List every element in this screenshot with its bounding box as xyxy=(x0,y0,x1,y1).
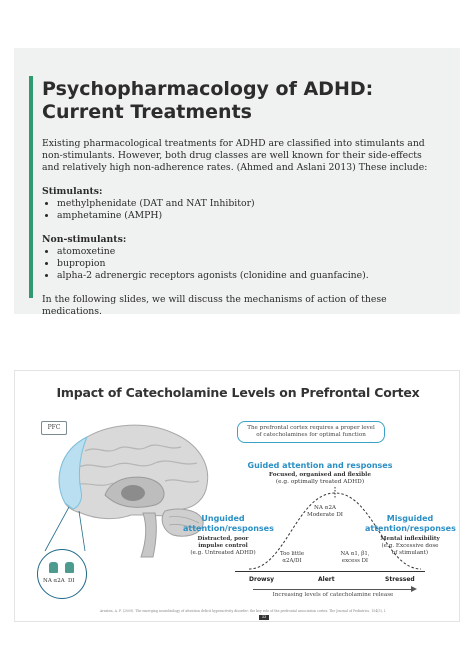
citation: Arnsten, A. F. (2009). The emerging neur… xyxy=(99,609,387,613)
misguided-sub-3: of stimulant) xyxy=(391,550,429,556)
non-stimulants-list: atomoxetine bupropion alpha-2 adrenergic… xyxy=(42,246,442,282)
guided-heading: Guided attention and responses xyxy=(247,461,393,470)
inverted-u-curve xyxy=(248,487,422,570)
stimulants-heading: Stimulants: xyxy=(42,186,103,197)
tick-stressed: Stressed xyxy=(385,576,415,583)
na-alpha2a-receptor-icon xyxy=(49,562,58,573)
d1-receptor-icon xyxy=(65,562,74,573)
tick-alert: Alert xyxy=(318,576,335,583)
accent-bar xyxy=(29,76,33,298)
list-item: amphetamine (AMPH) xyxy=(57,210,442,222)
page-number: 33 xyxy=(259,615,269,620)
closing-paragraph: In the following slides, we will discuss… xyxy=(42,294,387,317)
receptor-a-label: NA α2A xyxy=(43,578,65,584)
peak-label: NA α2A Moderate DI xyxy=(295,505,355,519)
misguided-heading-line: attention/responses xyxy=(365,524,456,533)
x-axis-line xyxy=(235,571,425,573)
misguided-sub-1: Mental inflexibility xyxy=(380,536,440,542)
unguided-heading-line: attention/responses xyxy=(183,524,274,533)
misguided-heading: Misguided attention/responses xyxy=(365,514,456,534)
title-line-2: Current Treatments xyxy=(42,101,252,123)
tick-drowsy: Drowsy xyxy=(249,576,275,583)
high-line: NA α1, β1, xyxy=(340,551,370,557)
list-item: methylphenidate (DAT and NAT Inhibitor) xyxy=(57,198,442,210)
list-item: bupropion xyxy=(57,258,442,270)
high-level-label: NA α1, β1, excess DI xyxy=(333,551,377,565)
slide-title: Psychopharmacology of ADHD: Current Trea… xyxy=(42,78,442,124)
slide-treatments: Psychopharmacology of ADHD: Current Trea… xyxy=(14,48,460,317)
receptor-zoom: NA α2A DI xyxy=(37,549,87,599)
guided-description: Focused, organised and flexible (e.g. op… xyxy=(225,472,415,486)
high-line: excess DI xyxy=(341,558,369,564)
low-line: Too little xyxy=(279,551,305,557)
slide-catecholamine: Impact of Catecholamine Levels on Prefro… xyxy=(14,370,460,622)
callout-box: The prefrontal cortex requires a proper … xyxy=(237,421,385,443)
intro-paragraph: Existing pharmacological treatments for … xyxy=(42,138,428,173)
unguided-sub-2: impulse control xyxy=(198,543,248,549)
list-item: atomoxetine xyxy=(57,246,442,258)
guided-sub-2: (e.g. optimally treated ADHD) xyxy=(275,479,365,485)
stimulants-list: methylphenidate (DAT and NAT Inhibitor) … xyxy=(42,198,442,222)
guided-sub-1: Focused, organised and flexible xyxy=(268,472,372,478)
misguided-sub-2: (e.g. Excessive dose xyxy=(381,543,439,549)
slide-body: Existing pharmacological treatments for … xyxy=(42,138,442,318)
unguided-sub-1: Distracted, poor xyxy=(197,536,249,542)
non-stimulants-heading: Non-stimulants: xyxy=(42,234,127,245)
peak-line: Moderate DI xyxy=(306,512,344,518)
arrow-right-icon xyxy=(411,586,417,592)
unguided-heading: Unguided attention/responses xyxy=(183,514,274,534)
unguided-sub-3: (e.g. Untreated ADHD) xyxy=(190,550,256,556)
receptor-b-label: DI xyxy=(68,578,75,584)
slide-title: Impact of Catecholamine Levels on Prefro… xyxy=(56,385,420,400)
misguided-description: Mental inflexibility (e.g. Excessive dos… xyxy=(365,536,455,557)
increasing-arrow-line xyxy=(253,589,413,590)
low-line: α2A/DI xyxy=(282,558,302,564)
list-item: alpha-2 adrenergic receptors agonists (c… xyxy=(57,270,442,282)
axis-caption: Increasing levels of catecholamine relea… xyxy=(272,592,394,598)
brain-illustration xyxy=(44,424,209,558)
misguided-heading-line: Misguided xyxy=(386,514,434,523)
peak-line: NA α2A xyxy=(313,505,337,511)
unguided-description: Distracted, poor impulse control (e.g. U… xyxy=(183,536,263,557)
low-level-label: Too little α2A/DI xyxy=(270,551,314,565)
pfc-label: PFC xyxy=(41,421,67,435)
title-line-1: Psychopharmacology of ADHD: xyxy=(42,78,374,100)
unguided-heading-line: Unguided xyxy=(201,514,245,523)
callout-line: of catecholamines for optimal function xyxy=(256,432,366,438)
callout-line: The prefrontal cortex requires a proper … xyxy=(247,425,375,431)
